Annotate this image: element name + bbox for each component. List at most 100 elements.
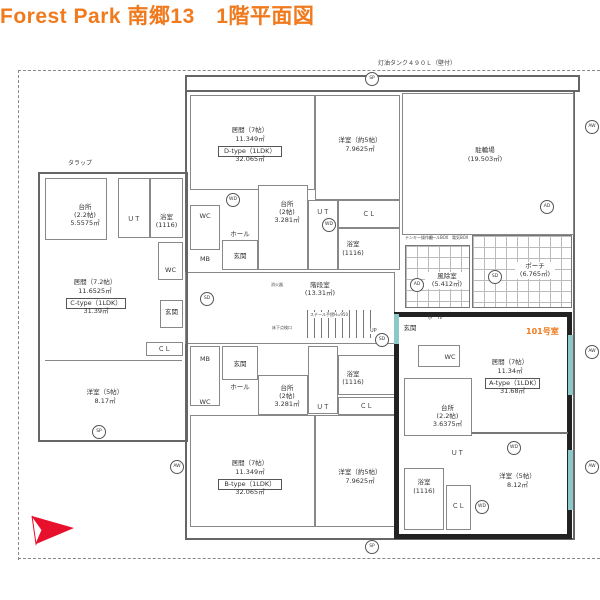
porch-area: (6.765㎡): [515, 270, 555, 279]
a-closet: [446, 485, 471, 530]
a-partition: [472, 432, 568, 434]
d-wc-label: WC: [199, 212, 211, 220]
site-boundary-left: [18, 70, 19, 560]
b-bath-label: 浴室: [346, 370, 360, 378]
a-kitchen-label: 台所: [441, 404, 454, 412]
unit-101-highlight[interactable]: [394, 312, 572, 539]
d-closet: [338, 200, 400, 228]
c-bath: [150, 178, 183, 238]
door-tag: SD: [375, 333, 389, 347]
c-partition: [45, 360, 182, 361]
b-mb-label: MB: [199, 355, 211, 363]
b-western-label: 洋室（約5帖）: [338, 468, 382, 476]
d-entrance-label: 玄関: [233, 252, 247, 260]
a-western-area: 8.12㎡: [507, 481, 528, 489]
b-wc-label: WC: [199, 398, 211, 406]
d-kitchen-label: 台所: [280, 200, 294, 208]
d-cl-label: ＣＬ: [362, 210, 376, 218]
d-ut: [308, 200, 338, 270]
c-entrance-label: 玄関: [165, 308, 178, 316]
b-entrance-label: 玄関: [233, 360, 247, 368]
underfloor-hatch-label: 床下点検口: [272, 325, 292, 330]
c-total-area: 31.39㎡: [83, 307, 109, 315]
a-kitchen: [404, 378, 472, 436]
a-living-label: 居間（7帖）: [491, 358, 529, 366]
window-tag: AW: [585, 345, 599, 359]
c-kitchen-size: (2.2帖): [74, 211, 96, 219]
a-bath-size: (1116): [413, 487, 435, 495]
d-bath-label: 浴室: [346, 240, 360, 248]
c-bath-label: 浴室: [160, 213, 173, 221]
window-tag: SP: [365, 540, 379, 554]
c-unit-outline: [38, 172, 188, 442]
stairwell-area: (13.31㎡): [304, 289, 336, 297]
c-wc: [158, 242, 183, 280]
c-living-area: 11.6525㎡: [78, 287, 112, 295]
b-entrance: [222, 346, 258, 380]
stair-label: スチール手摺H=950: [310, 312, 348, 318]
door-tag: WD: [507, 441, 521, 455]
a-kitchen-area: 3.6375㎡: [432, 420, 463, 428]
door-tag: SD: [488, 270, 502, 284]
c-ut-label: ＵＴ: [127, 215, 141, 223]
door-tag: AD: [540, 200, 554, 214]
d-western-area: 7.9625㎡: [345, 145, 375, 153]
tenkey-label: テンキー操作盤: [405, 235, 433, 240]
d-type-label: D-type（1LDK）: [218, 146, 282, 157]
compass-north-pennant-icon: [31, 515, 74, 546]
c-type-label: C-type（1LDK）: [66, 298, 126, 309]
d-living-label: 居間（7帖）: [231, 126, 269, 134]
window-accent-living: [568, 335, 573, 395]
c-bath-size: (1116): [155, 221, 178, 229]
b-wc: [190, 346, 220, 406]
c-entrance: [160, 300, 183, 328]
terrace-label: タラップ: [68, 160, 93, 167]
b-total-area: 32.065㎡: [235, 488, 265, 496]
door-tag: SD: [200, 292, 214, 306]
fuel-tank-label: 灯油タンク４９０Ｌ（壁付）: [378, 60, 457, 67]
window-tag: AW: [585, 120, 599, 134]
bicycle-label: 駐輪場: [475, 146, 495, 154]
b-bath-size: (1116): [342, 378, 364, 386]
d-kitchen: [258, 185, 308, 270]
c-ut: [118, 178, 150, 238]
d-ut-label: ＵＴ: [316, 208, 330, 216]
b-kitchen-area: 3.281㎡: [274, 400, 300, 408]
a-wc: [418, 345, 460, 367]
a-entrance-label: 玄関: [403, 324, 417, 332]
d-bath-size: (1116): [342, 249, 364, 257]
door-tag: WD: [226, 193, 240, 207]
window-tag: AW: [170, 460, 184, 474]
b-cl-label: ＣＬ: [360, 402, 373, 410]
d-western-label: 洋室（約5帖）: [338, 136, 382, 144]
electric-box-label: 電気BOX: [452, 235, 469, 240]
b-ut-label: ＵＴ: [316, 403, 330, 411]
b-kitchen: [258, 375, 308, 415]
a-kitchen-size: (2.2帖): [436, 412, 459, 420]
a-wc-label: WC: [444, 353, 456, 361]
a-total-area: 31.68㎡: [499, 387, 526, 395]
page-title: Forest Park 南郷13 1階平面図: [0, 5, 315, 28]
site-boundary-bottom: [18, 558, 600, 559]
d-western: [315, 95, 400, 200]
b-western-area: 7.9625㎡: [345, 477, 375, 485]
unit-101-label: 101号室: [526, 327, 559, 336]
mailbox-label: メールBOX: [428, 235, 449, 240]
c-kitchen-area: 5.5575㎡: [70, 219, 100, 227]
c-kitchen-label: 台所: [78, 203, 92, 211]
fire-extinguisher-label: 消火器: [271, 282, 283, 287]
c-kitchen: [45, 178, 107, 240]
a-ut-label: ＵＴ: [451, 449, 464, 457]
windbreak-area: (5.412㎡): [425, 280, 469, 289]
d-bath: [338, 228, 400, 270]
bicycle-area: (19.503㎡): [467, 155, 503, 163]
c-wc-label: WC: [165, 266, 176, 274]
stairwell-label: 階段室: [310, 281, 330, 289]
d-hall-label: ホール: [230, 230, 250, 238]
d-total-area: 32.065㎡: [235, 155, 265, 163]
site-boundary-top: [18, 70, 600, 71]
d-entrance: [222, 240, 258, 270]
d-mb-label: MB: [199, 255, 211, 263]
a-bath-label: 浴室: [417, 478, 431, 486]
b-hall-label: ホール: [230, 383, 250, 391]
